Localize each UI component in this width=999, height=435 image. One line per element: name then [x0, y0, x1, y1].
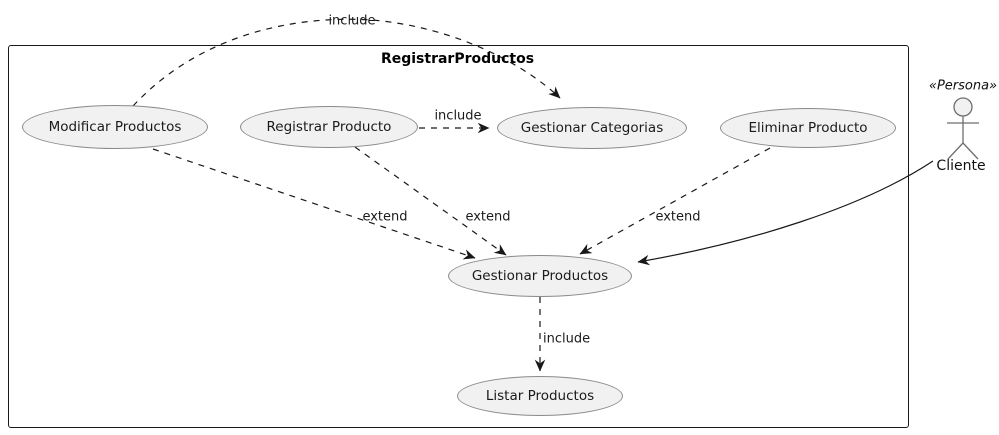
edge-label-extend-eliminar: extend: [655, 209, 701, 225]
edge-extend-eliminar: [579, 147, 771, 255]
edge-label-include-vertical: include: [543, 331, 591, 347]
actor-leg-right: [962, 142, 979, 160]
usecase-label: Gestionar Productos: [471, 268, 609, 284]
edge-label-include-arc: include: [328, 13, 376, 29]
system-boundary: [8, 45, 909, 428]
actor-name: Cliente: [936, 158, 986, 174]
edge-cliente-association: [637, 160, 934, 266]
usecase-label: Listar Productos: [485, 388, 595, 404]
usecase-registrar-producto: Registrar Producto: [240, 106, 418, 148]
usecase-label: Gestionar Categorias: [520, 120, 664, 136]
usecase-label: Modificar Productos: [48, 119, 182, 135]
edge-label-extend-modificar: extend: [362, 209, 408, 225]
usecase-eliminar-producto: Eliminar Producto: [720, 108, 896, 148]
usecase-gestionar-categorias: Gestionar Categorias: [497, 107, 687, 149]
actor-stereotype: «Persona»: [928, 78, 998, 94]
edge-label-include-horizontal: include: [434, 108, 482, 124]
usecase-gestionar-productos: Gestionar Productos: [448, 255, 632, 297]
edge-include-arc: [132, 18, 561, 107]
system-boundary-title: RegistrarProductos: [380, 51, 535, 67]
actor-figure: [947, 97, 979, 160]
actor-leg-left: [947, 142, 964, 160]
edge-label-extend-registrar: extend: [465, 209, 511, 225]
usecase-listar-productos: Listar Productos: [457, 376, 623, 416]
usecase-label: Eliminar Producto: [748, 120, 868, 136]
edge-extend-modificar: [152, 148, 476, 260]
actor-head: [953, 97, 973, 117]
usecase-label: Registrar Producto: [266, 119, 392, 135]
usecase-modificar-productos: Modificar Productos: [22, 105, 208, 149]
